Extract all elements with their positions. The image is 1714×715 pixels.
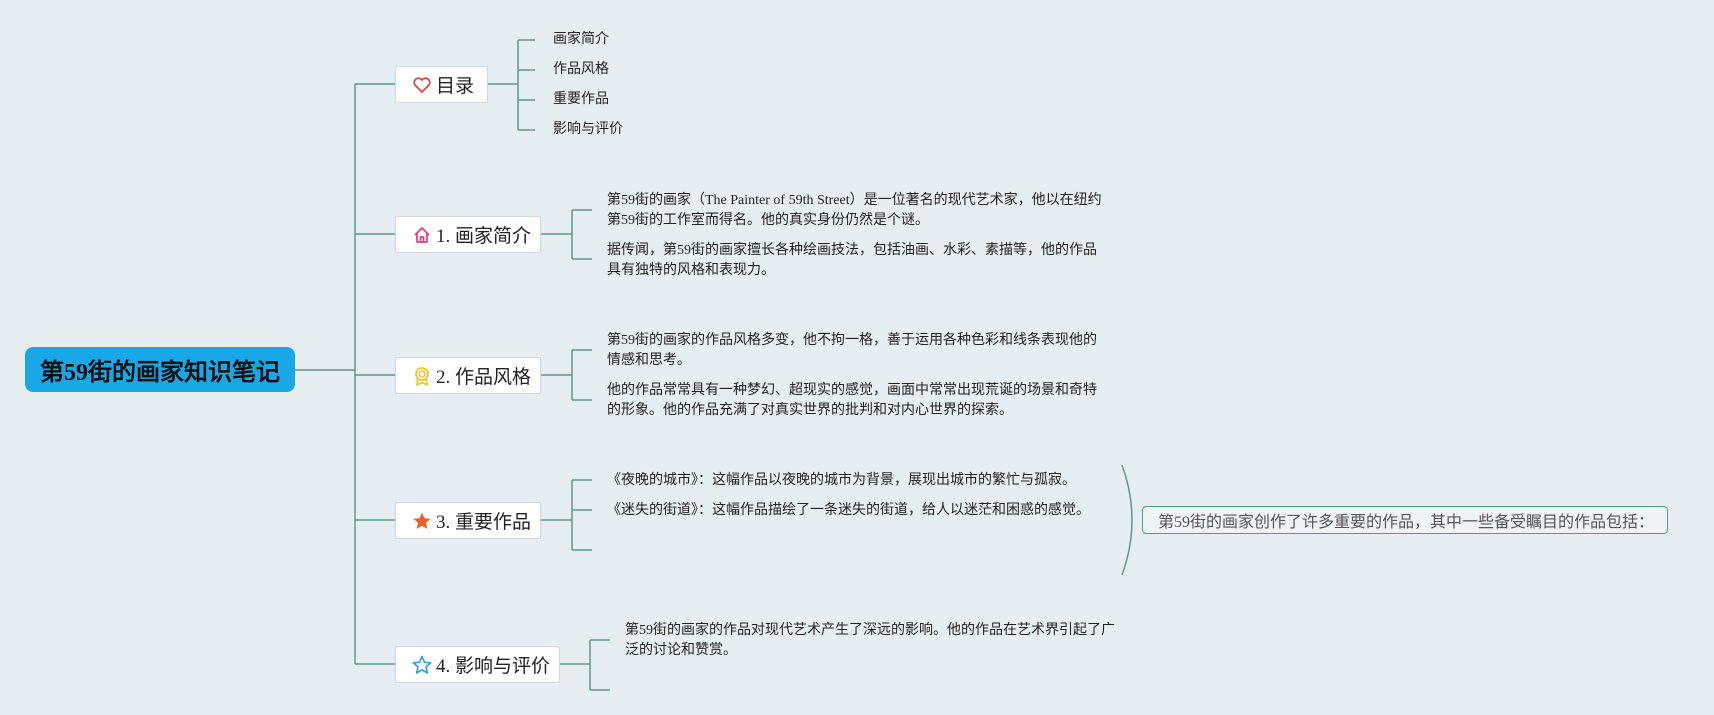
award-icon [412, 366, 432, 386]
toc-item[interactable]: 作品风格 [553, 62, 609, 77]
heart-icon [412, 75, 432, 95]
house-icon [412, 225, 432, 245]
leaf-text: 据传闻，第59街的画家擅长各种绘画技法，包括油画、水彩、素描等，他的作品具有独特… [607, 243, 1097, 278]
branch-style[interactable]: 2. 作品风格 [395, 357, 541, 394]
star-filled-icon [412, 511, 432, 531]
branch-label: 1. 画家简介 [436, 226, 532, 247]
branch-label: 目录 [436, 76, 475, 97]
branch-painter-intro[interactable]: 1. 画家简介 [395, 216, 541, 253]
root-topic[interactable]: 第59街的画家知识笔记 [25, 347, 295, 392]
leaf-text: 第59街的画家（The Painter of 59th Street）是一位著名… [607, 193, 1102, 228]
toc-item[interactable]: 画家简介 [553, 32, 609, 47]
branch-label: 3. 重要作品 [436, 512, 532, 533]
summary-text: 第59街的画家创作了许多重要的作品，其中一些备受瞩目的作品包括： [1158, 514, 1655, 531]
branch-toc[interactable]: 目录 [395, 66, 488, 103]
leaf-text: 《迷失的街道》：这幅作品描绘了一条迷失的街道，给人以迷茫和困惑的感觉。 [607, 503, 1090, 518]
branch-label: 2. 作品风格 [436, 367, 532, 388]
leaf-text: 他的作品常常具有一种梦幻、超现实的感觉，画面中常常出现荒诞的场景和奇特的形象。他… [607, 383, 1097, 418]
branch-influence[interactable]: 4. 影响与评价 [395, 646, 560, 683]
star-outline-icon [412, 655, 432, 675]
toc-item[interactable]: 重要作品 [553, 92, 609, 107]
summary-note[interactable]: 第59街的画家创作了许多重要的作品，其中一些备受瞩目的作品包括： [1142, 506, 1668, 534]
branch-major-works[interactable]: 3. 重要作品 [395, 502, 541, 539]
root-title: 第59街的画家知识笔记 [40, 360, 280, 386]
toc-item[interactable]: 影响与评价 [553, 122, 623, 137]
leaf-text: 《夜晚的城市》：这幅作品以夜晚的城市为背景，展现出城市的繁忙与孤寂。 [607, 473, 1076, 488]
branch-label: 4. 影响与评价 [436, 656, 551, 677]
leaf-text: 第59街的画家的作品风格多变，他不拘一格，善于运用各种色彩和线条表现他的情感和思… [607, 333, 1097, 368]
leaf-text: 第59街的画家的作品对现代艺术产生了深远的影响。他的作品在艺术界引起了广泛的讨论… [625, 623, 1115, 658]
